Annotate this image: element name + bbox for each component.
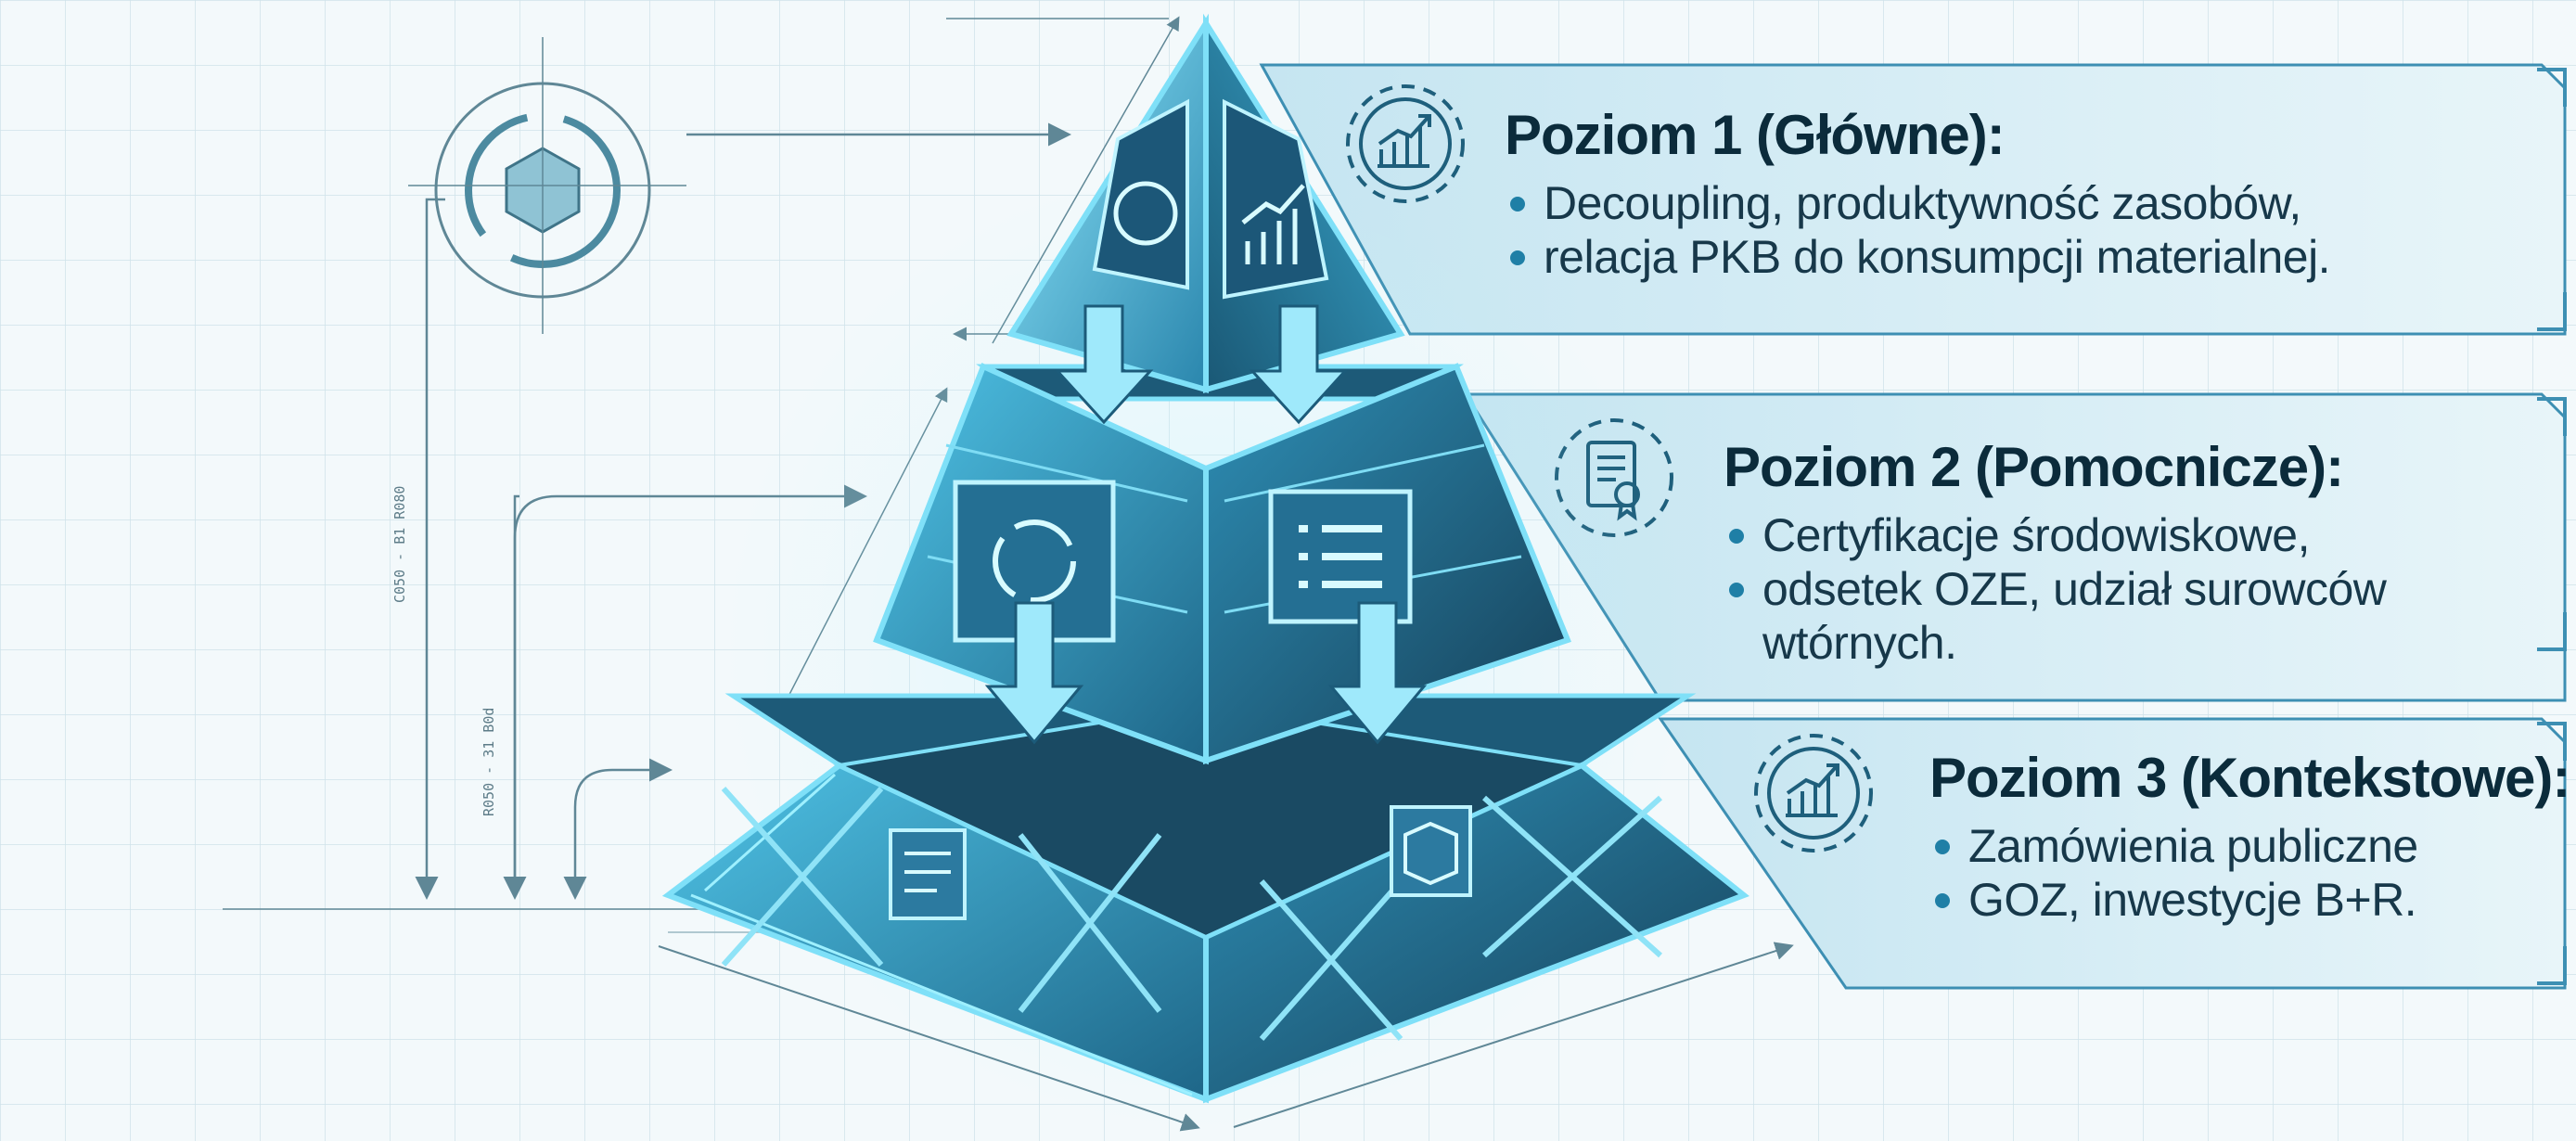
level-2-item: Certyfikacje środowiskowe,: [1724, 508, 2386, 562]
level-2-title: Poziom 2 (Pomocnicze):: [1724, 436, 2386, 499]
level-1-item: Decoupling, produktywność zasobów,: [1505, 176, 2330, 230]
level-2-item: odsetek OZE, udział surowców: [1724, 562, 2386, 616]
document-icon: [891, 830, 965, 918]
level-2-list: Certyfikacje środowiskowe, odsetek OZE, …: [1724, 508, 2386, 670]
bullet-icon: [1935, 840, 1950, 854]
bullet-icon: [1729, 583, 1744, 597]
dimension-label-2: R050 - 31 B0d: [481, 708, 497, 816]
dimension-label-1: C050 - B1 R080: [391, 486, 408, 603]
level-1-title: Poziom 1 (Główne):: [1505, 104, 2330, 167]
bullet-icon: [1729, 529, 1744, 544]
level-3-item: Zamówienia publiczne: [1929, 819, 2570, 873]
level-3-list: Zamówienia publiczne GOZ, inwestycje B+R…: [1929, 819, 2570, 927]
bullet-icon: [1935, 893, 1950, 908]
level-1-list: Decoupling, produktywność zasobów, relac…: [1505, 176, 2330, 284]
bullet-icon: [1510, 250, 1525, 265]
level-3-title: Poziom 3 (Kontekstowe):: [1929, 747, 2570, 810]
level-1-panel: Poziom 1 (Główne): Decoupling, produktyw…: [1505, 104, 2330, 284]
level-2-panel: Poziom 2 (Pomocnicze): Certyfikacje środ…: [1724, 436, 2386, 670]
bullet-icon: [1510, 197, 1525, 212]
level-2-item-continuation: wtórnych.: [1724, 616, 2386, 670]
level-3-panel: Poziom 3 (Kontekstowe): Zamówienia publi…: [1929, 747, 2570, 927]
level-1-item: relacja PKB do konsumpcji materialnej.: [1505, 230, 2330, 284]
level-3-item: GOZ, inwestycje B+R.: [1929, 873, 2570, 927]
